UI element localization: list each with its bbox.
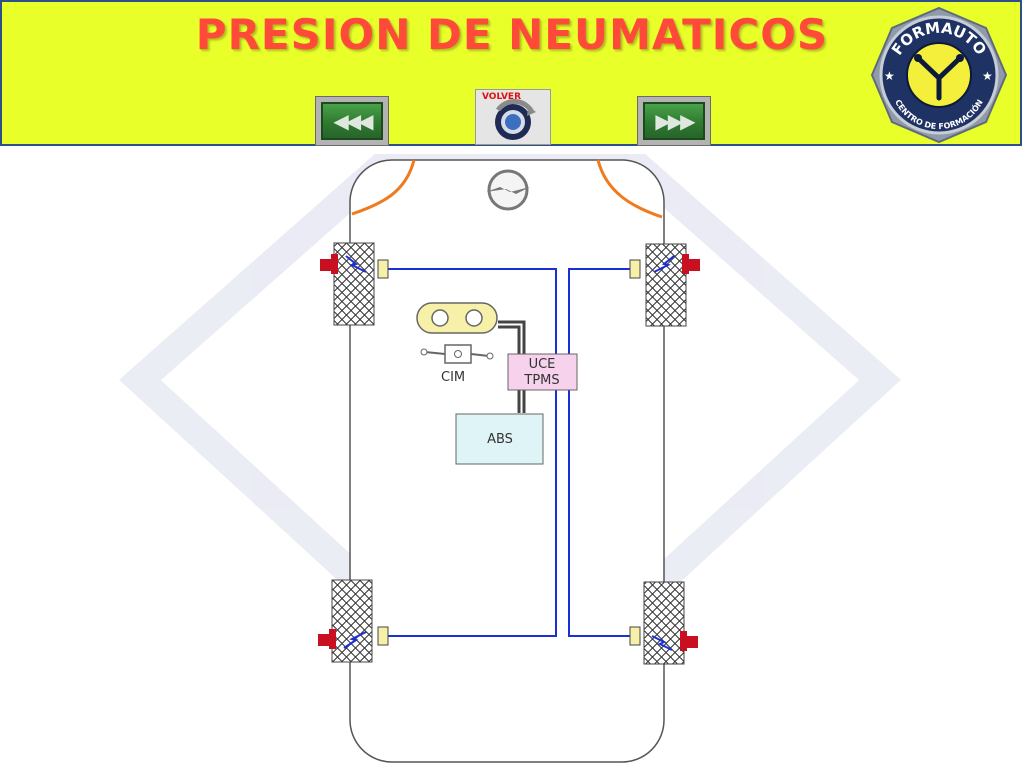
- car-brand-emblem: [486, 169, 530, 211]
- wheel-rear-left: [318, 579, 389, 663]
- tpms-diagram: CIM UCE TPMS ABS: [119, 154, 901, 763]
- instrument-cluster: [416, 302, 498, 334]
- wheel-front-left: [320, 242, 389, 326]
- wheel-rear-right: [629, 581, 698, 665]
- tpms-label: TPMS: [523, 373, 559, 388]
- volver-button[interactable]: VOLVER: [475, 89, 551, 145]
- cim-switch-icon: [420, 344, 494, 364]
- triple-left-arrow-icon: ◀◀◀: [321, 102, 383, 140]
- uce-tpms-box: [507, 353, 578, 391]
- wireless-signal-icon: [343, 631, 367, 649]
- star-icon: ★: [884, 69, 895, 83]
- abs-label: ABS: [487, 432, 513, 447]
- star-icon: ★: [982, 69, 993, 83]
- wireless-signal-icon: [345, 255, 367, 273]
- volver-label: VOLVER: [482, 92, 521, 102]
- formauto-logo: FORMAUTO CENTRO DE FORMACIÓN ★ ★: [870, 6, 1008, 144]
- triple-right-arrow-icon: ▶▶▶: [643, 102, 705, 140]
- abs-box: [455, 413, 544, 465]
- cim-label: CIM: [441, 370, 465, 385]
- return-arrow-icon: [495, 98, 536, 140]
- data-bus-wiring: [498, 320, 526, 413]
- front-right-fender: [596, 159, 663, 219]
- next-button[interactable]: ▶▶▶: [637, 96, 711, 146]
- sensor-wiring: [388, 268, 630, 637]
- uce-label: UCE: [529, 357, 556, 372]
- wireless-signal-icon: [653, 255, 675, 273]
- wireless-signal-icon: [651, 635, 673, 651]
- page-title: PRESION DE NEUMATICOS: [195, 10, 829, 59]
- previous-button[interactable]: ◀◀◀: [315, 96, 389, 146]
- wheel-front-right: [629, 243, 700, 327]
- front-left-fender: [351, 159, 416, 216]
